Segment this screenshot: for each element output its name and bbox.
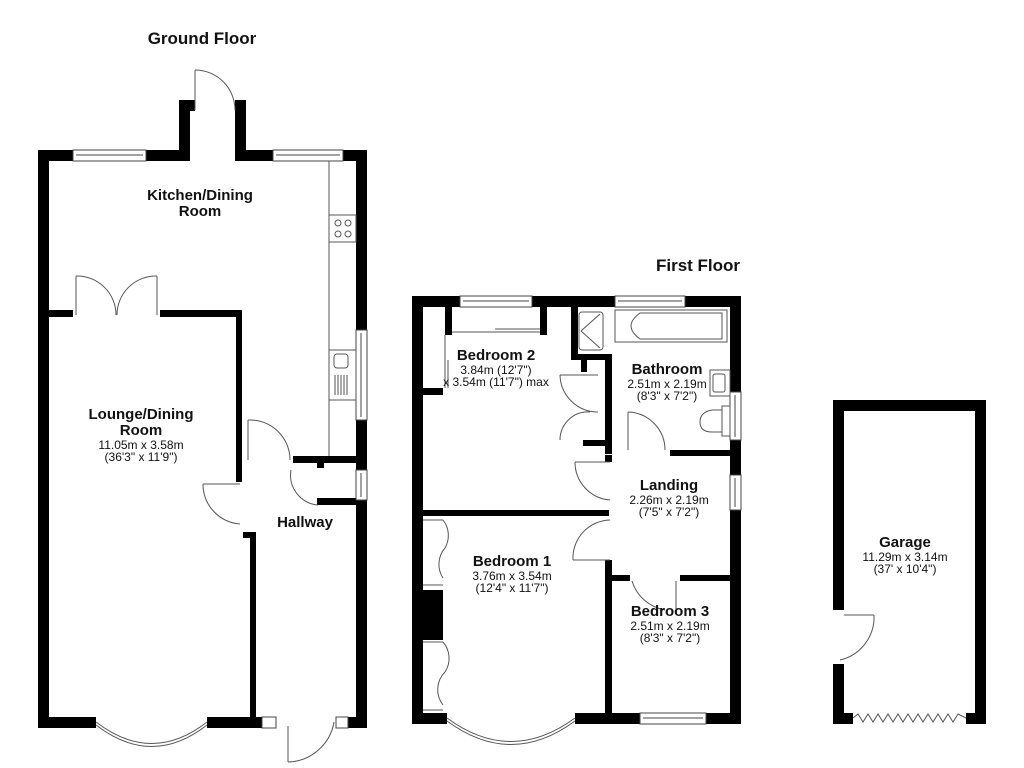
first-floor-title: First Floor bbox=[655, 256, 741, 275]
room-label-kitchen-dining: Kitchen/Dining Room bbox=[147, 188, 253, 220]
room-label-bedroom-2: Bedroom 2 3.84m (12'7") x 3.54m (11'7") … bbox=[443, 348, 549, 389]
room-name: Room bbox=[119, 421, 163, 439]
room-label-hallway: Hallway bbox=[277, 515, 333, 531]
garage-doors bbox=[839, 614, 967, 723]
room-name: Kitchen/Dining bbox=[147, 187, 253, 204]
room-name: Landing bbox=[639, 477, 699, 494]
room-dimensions-imperial: (37' x 10'4") bbox=[873, 562, 937, 577]
kitchen-units bbox=[328, 161, 357, 456]
room-name: Lounge/Dining bbox=[88, 406, 194, 423]
room-label-garage: Garage 11.29m x 3.14m (37' x 10'4") bbox=[862, 535, 947, 576]
room-dimensions-imperial: (12'4" x 11'7") bbox=[475, 581, 549, 596]
room-dimensions-imperial: (36'3" x 11'9") bbox=[104, 450, 178, 465]
room-name: Bedroom 1 bbox=[472, 553, 552, 570]
room-name: Bathroom bbox=[631, 361, 703, 378]
room-dimensions-metric: 2.51m x 2.19m bbox=[630, 618, 710, 633]
room-label-lounge-dining: Lounge/Dining Room 11.05m x 3.58m (36'3"… bbox=[89, 407, 194, 464]
room-dimensions-metric: 3.76m x 3.54m bbox=[472, 568, 552, 583]
room-dimensions-metric: 11.29m x 3.14m bbox=[862, 549, 948, 564]
room-name: Garage bbox=[879, 534, 931, 551]
room-dimensions-metric: 2.26m x 2.19m bbox=[629, 492, 709, 507]
ground-floor-walls bbox=[38, 100, 367, 728]
first-floor-walls bbox=[412, 296, 741, 724]
room-name: Room bbox=[178, 202, 222, 220]
room-dimensions-line1: 3.84m (12'7") bbox=[460, 362, 532, 377]
garage-walls bbox=[833, 400, 986, 724]
room-dimensions-metric: 2.51m x 2.19m bbox=[627, 376, 707, 391]
room-name: Bedroom 3 bbox=[630, 603, 710, 620]
room-dimensions-metric: 11.05m x 3.58m bbox=[98, 437, 184, 452]
ground-floor-doors bbox=[75, 69, 335, 763]
room-name: Hallway bbox=[277, 514, 333, 531]
ground-floor-title: Ground Floor bbox=[147, 29, 257, 48]
room-dimensions-imperial: (8'3" x 7'2") bbox=[636, 389, 698, 404]
first-floor-windows bbox=[459, 295, 742, 725]
room-dimensions-imperial: (7'5" x 7'2") bbox=[638, 505, 700, 520]
room-label-landing: Landing 2.26m x 2.19m (7'5" x 7'2") bbox=[629, 478, 708, 519]
room-name: Bedroom 2 bbox=[456, 347, 536, 364]
room-label-bedroom-1: Bedroom 1 3.76m x 3.54m (12'4" x 11'7") bbox=[472, 554, 551, 595]
room-label-bedroom-3: Bedroom 3 2.51m x 2.19m (8'3" x 7'2") bbox=[630, 604, 709, 645]
room-dimensions-imperial: (8'3" x 7'2") bbox=[639, 631, 701, 646]
room-label-bathroom: Bathroom 2.51m x 2.19m (8'3" x 7'2") bbox=[627, 362, 706, 403]
room-dimensions-line2: x 3.54m (11'7") max bbox=[443, 375, 549, 390]
first-floor-fixtures bbox=[423, 309, 731, 745]
